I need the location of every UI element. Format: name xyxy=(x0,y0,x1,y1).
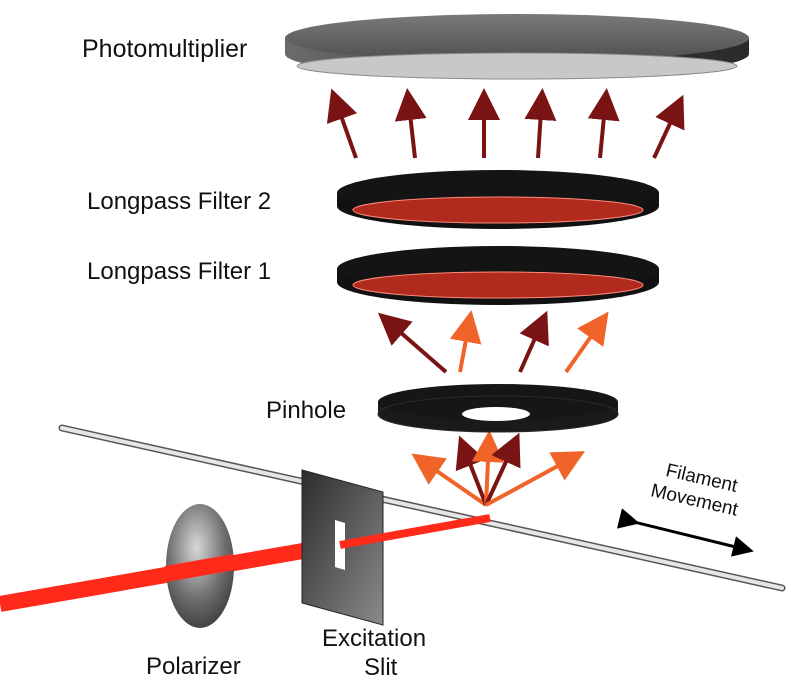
filament-movement-label: Filament Movement xyxy=(649,460,741,521)
emission-arrow xyxy=(394,88,427,159)
filament xyxy=(58,424,786,592)
emission-arrows-lower xyxy=(411,430,586,507)
laser-beam xyxy=(0,540,322,612)
emission-arrow xyxy=(587,88,620,159)
emission-arrow xyxy=(564,311,609,374)
emission-arrow xyxy=(484,432,521,506)
emission-arrow xyxy=(411,453,488,507)
longpass-filter-2 xyxy=(337,170,659,229)
movement-double-arrow-icon xyxy=(616,508,754,557)
emission-arrow xyxy=(471,430,504,506)
emission-arrow xyxy=(652,94,685,159)
laser-beam-polarized xyxy=(164,554,236,582)
photomultiplier-window xyxy=(296,52,738,80)
filter-2-glass xyxy=(352,196,644,224)
pinhole-aperture xyxy=(462,407,530,421)
emission-arrow xyxy=(326,88,358,159)
emission-arrows-upper xyxy=(326,88,685,159)
emission-arrows-middle xyxy=(377,310,609,374)
photomultiplier-label: Photomultiplier xyxy=(82,35,247,63)
emission-arrow xyxy=(449,310,482,373)
laser-beam-input xyxy=(0,540,322,612)
excitation-slit-label-line2: Slit xyxy=(364,654,398,681)
pinhole-label: Pinhole xyxy=(266,397,346,424)
longpass-filter-1-label: Longpass Filter 1 xyxy=(87,258,271,285)
pinhole-disk xyxy=(377,384,619,433)
emission-arrow xyxy=(518,310,549,373)
emission-arrow xyxy=(455,435,488,506)
longpass-filter-1 xyxy=(337,246,659,305)
laser-beam-excitation xyxy=(339,514,491,549)
polarizer-label: Polarizer xyxy=(146,653,241,680)
emission-arrow xyxy=(485,451,586,507)
longpass-filter-2-label: Longpass Filter 2 xyxy=(87,188,271,215)
excitation-slit-label-line1: Excitation xyxy=(322,625,426,652)
emission-arrow xyxy=(524,88,557,159)
photomultiplier-detector xyxy=(285,14,749,80)
filter-1-glass xyxy=(352,271,644,299)
emission-arrow xyxy=(377,312,448,374)
